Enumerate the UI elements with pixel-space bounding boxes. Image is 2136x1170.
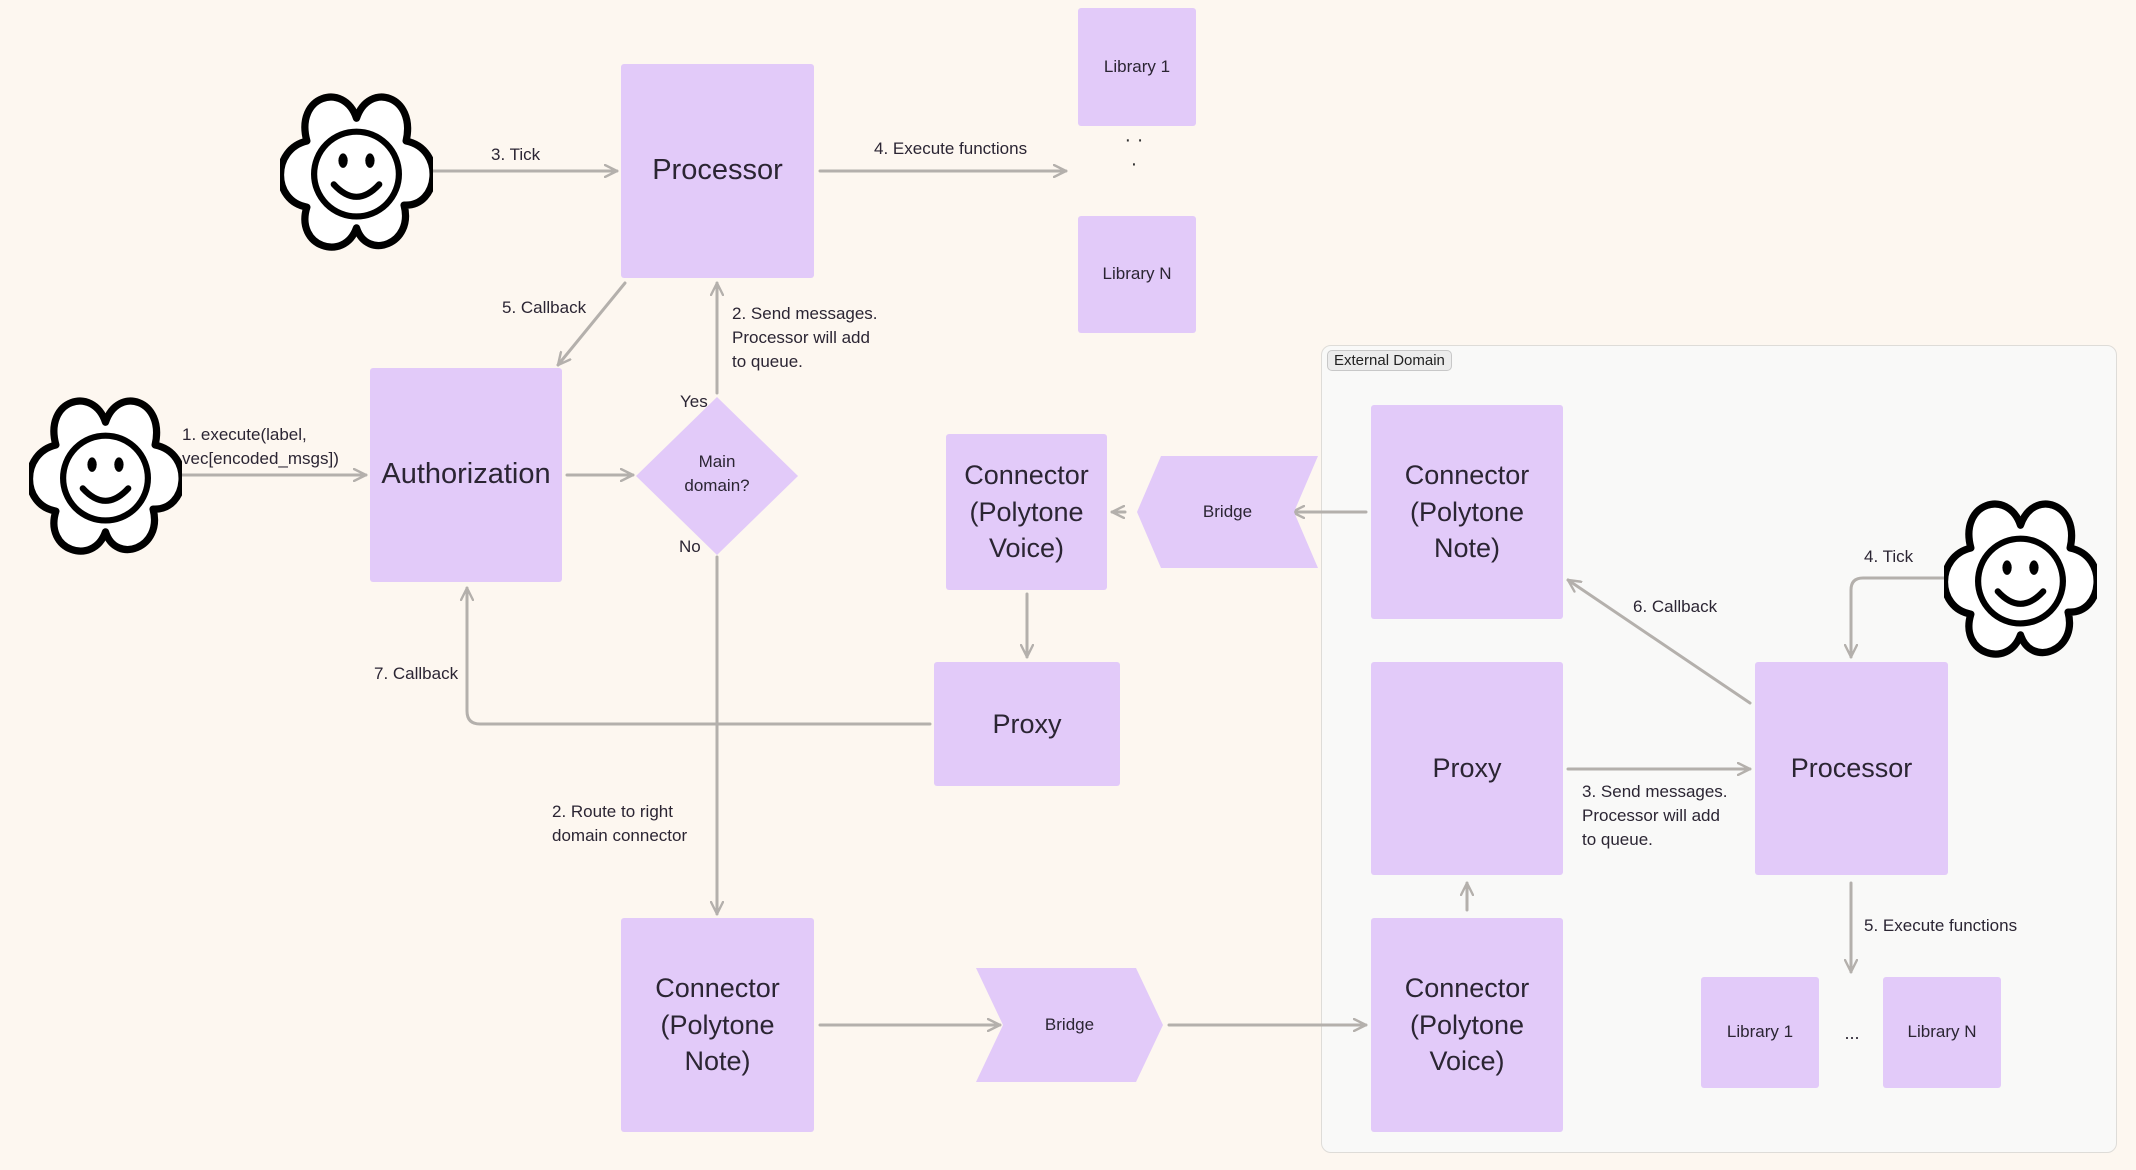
- authorization-node[interactable]: Authorization: [370, 368, 562, 582]
- main-domain-decision-node[interactable]: [636, 397, 798, 555]
- label-send-messages-ext: 3. Send messages. Processor will add to …: [1582, 782, 1728, 849]
- processor-node-label: Processor: [1790, 753, 1913, 784]
- label-execute-functions-top: 4. Execute functions: [874, 139, 1028, 158]
- label-send-messages-top: 2. Send messages. Processor will add to …: [732, 304, 878, 371]
- label-execute-functions-ext: 5. Execute functions: [1864, 916, 2018, 935]
- connector-node-label: Connector (Polytone Voice): [1404, 973, 1530, 1077]
- library-n-node-ext[interactable]: Library N: [1883, 977, 2001, 1088]
- arrow-callback-7: [467, 586, 932, 726]
- label-yes: Yes: [680, 392, 708, 411]
- smiley-flower-icon: [25, 388, 186, 564]
- connector-polytone-voice-main[interactable]: Connector (Polytone Voice): [946, 434, 1107, 590]
- bridge-node-upper[interactable]: [1137, 456, 1318, 568]
- library-ellipsis-ext: ...: [1844, 1023, 1860, 1043]
- connector-node-label: Connector (Polytone Note): [655, 973, 780, 1077]
- label-no: No: [679, 537, 701, 556]
- processor-node-top[interactable]: Processor: [621, 64, 814, 278]
- library-ellipsis-top: · · ·: [1124, 129, 1144, 175]
- label-callback-6: 6. Callback: [1633, 597, 1718, 616]
- connector-polytone-note-ext[interactable]: Connector (Polytone Note): [1371, 405, 1563, 619]
- label-tick-top: 3. Tick: [491, 145, 541, 164]
- external-domain-tag: External Domain: [1327, 350, 1452, 371]
- connector-polytone-voice-ext[interactable]: Connector (Polytone Voice): [1371, 918, 1563, 1132]
- library-n-node-top[interactable]: Library N: [1078, 216, 1196, 333]
- library-node-label: Library 1: [1726, 1022, 1794, 1042]
- label-callback-7: 7. Callback: [374, 664, 459, 683]
- processor-node-ext[interactable]: Processor: [1755, 662, 1948, 875]
- library-node-label: Library N: [1907, 1022, 1977, 1042]
- label-execute-call: 1. execute(label, vec[encoded_msgs]): [182, 425, 339, 468]
- smiley-flower-icon: [276, 84, 437, 260]
- bridge-node-lower[interactable]: [976, 968, 1163, 1082]
- processor-node-label: Processor: [652, 154, 783, 187]
- library-1-node-ext[interactable]: Library 1: [1701, 977, 1819, 1088]
- proxy-node-ext[interactable]: Proxy: [1371, 662, 1563, 875]
- bridge-node-label: Bridge: [1202, 502, 1253, 521]
- proxy-node-label: Proxy: [1432, 753, 1502, 784]
- decision-node-label: Main domain?: [684, 452, 750, 495]
- proxy-node-main[interactable]: Proxy: [934, 662, 1120, 786]
- library-1-node-top[interactable]: Library 1: [1078, 8, 1196, 126]
- smiley-flower-icon: [1940, 491, 2101, 667]
- label-callback-5: 5. Callback: [502, 298, 587, 317]
- proxy-node-label: Proxy: [992, 708, 1062, 739]
- label-tick-ext: 4. Tick: [1864, 547, 1914, 566]
- library-node-label: Library 1: [1103, 56, 1171, 76]
- bridge-node-label: Bridge: [1044, 1015, 1095, 1034]
- library-node-label: Library N: [1102, 264, 1172, 284]
- connector-node-label: Connector (Polytone Voice): [964, 460, 1089, 564]
- connector-node-label: Connector (Polytone Note): [1404, 460, 1530, 564]
- label-route: 2. Route to right domain connector: [552, 802, 688, 845]
- connector-polytone-note-main[interactable]: Connector (Polytone Note): [621, 918, 814, 1132]
- authorization-node-label: Authorization: [381, 458, 551, 491]
